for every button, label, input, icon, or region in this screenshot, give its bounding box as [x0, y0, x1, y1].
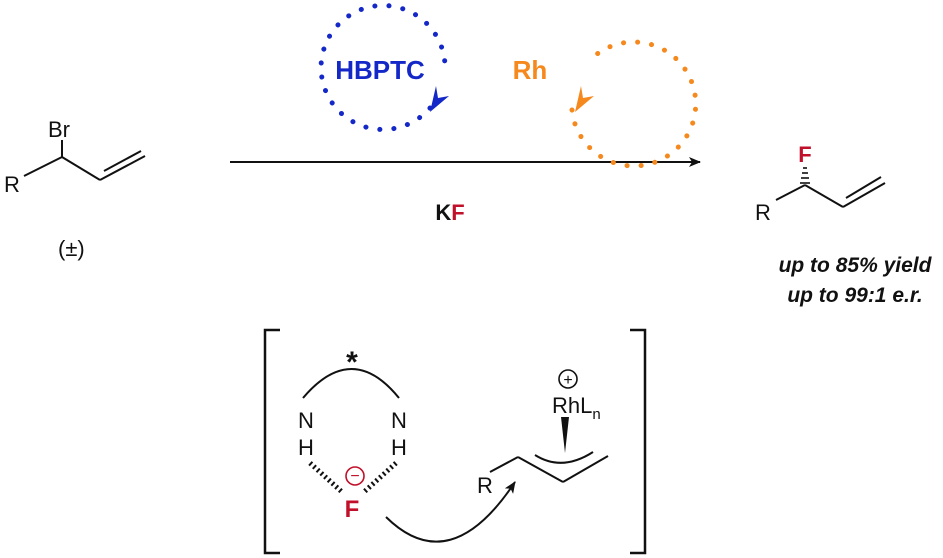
racemic-label: (±)	[58, 236, 85, 261]
product-structure	[775, 167, 886, 208]
rh-cycle	[569, 39, 699, 169]
reagent-f: F	[451, 200, 464, 225]
substrate-structure	[23, 140, 146, 181]
hbond-left	[308, 461, 344, 494]
product-r: R	[755, 200, 771, 225]
chiral-star: *	[346, 346, 358, 379]
product-fluorine: F	[798, 142, 811, 167]
substrate-br: Br	[48, 117, 70, 142]
nh2-h: H	[391, 435, 407, 460]
hbptc-cycle	[318, 3, 449, 132]
attack-arrow	[385, 481, 516, 543]
left-bracket	[263, 328, 280, 555]
nh1-n: N	[298, 408, 314, 433]
nh2-n: N	[391, 408, 407, 433]
reagent-k: K	[435, 200, 451, 225]
allyl-rh-structure	[489, 451, 609, 483]
rh-arrowhead-icon	[575, 86, 594, 112]
er-text: up to 99:1 e.r.	[787, 284, 922, 307]
rh-ligand-label: RhLn	[552, 393, 601, 423]
rh-label: Rh	[513, 55, 548, 85]
minus-sign: −	[350, 468, 359, 485]
nh1-h: H	[298, 435, 314, 460]
hbond-right	[362, 461, 398, 494]
substrate-r: R	[4, 172, 20, 197]
plus-sign: +	[563, 372, 572, 389]
right-bracket	[630, 328, 647, 555]
yield-text: up to 85% yield	[779, 254, 933, 277]
fluoride-label: F	[345, 496, 360, 523]
plus-charge-icon	[558, 369, 578, 389]
rh-wedge-bond	[561, 417, 569, 453]
minus-charge-icon	[345, 466, 365, 486]
hbptc-label: HBPTC	[335, 55, 425, 85]
intermediate-r: R	[477, 473, 493, 498]
catalyst-backbone	[302, 368, 400, 399]
hbptc-arrowhead-icon	[430, 86, 449, 112]
reagent-kf: KF	[435, 200, 464, 225]
